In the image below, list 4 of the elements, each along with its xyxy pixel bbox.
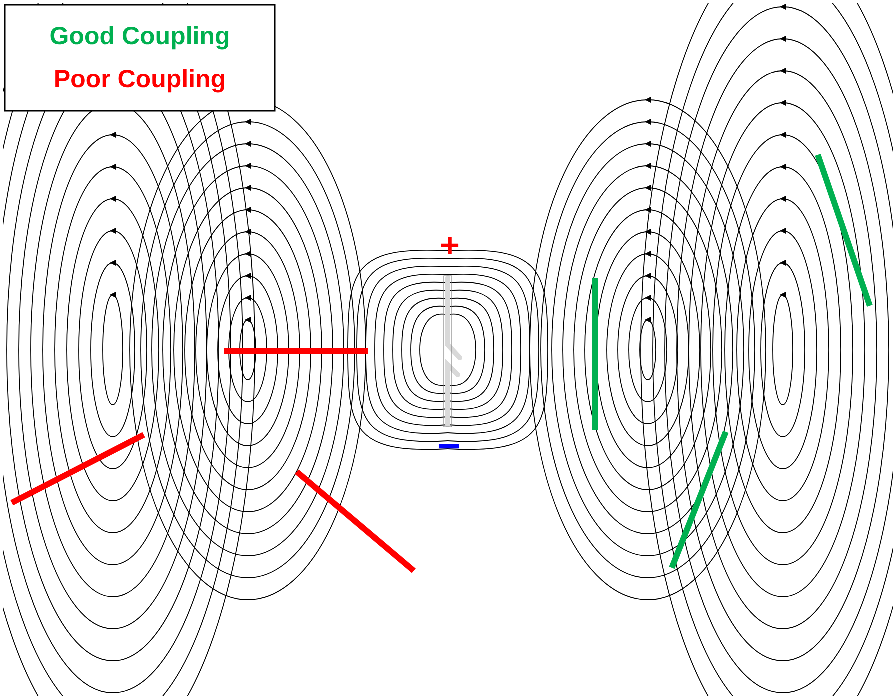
plus-sign: + [442, 237, 459, 254]
legend-text: Poor Coupling [56, 69, 224, 93]
minus-sign: − [439, 444, 460, 449]
legend-text: Good Coupling [50, 26, 229, 50]
